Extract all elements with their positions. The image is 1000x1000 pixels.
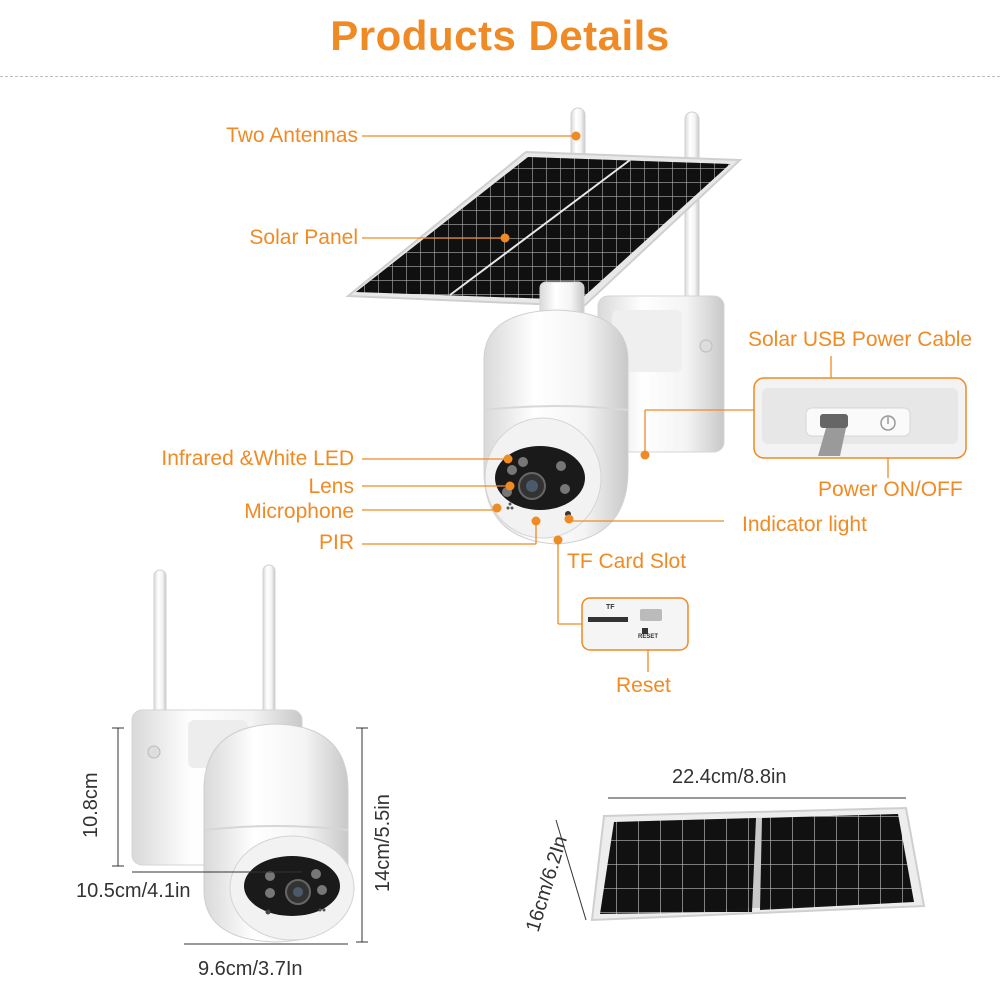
inset-power-panel — [753, 377, 967, 459]
side-camera — [131, 564, 355, 943]
dimension-lines — [112, 727, 906, 945]
dim-camera-total-height: 14cm/5.5in — [372, 794, 394, 892]
dim-camera-height: 10.8cm — [80, 772, 102, 838]
dim-panel-width: 22.4cm/8.8in — [672, 766, 787, 788]
label-infrared-white-led: Infrared &White LED — [161, 447, 354, 470]
label-microphone: Microphone — [244, 500, 354, 523]
inset-tf-text: TF — [606, 604, 615, 611]
flat-solar-panel — [590, 806, 926, 922]
label-reset: Reset — [616, 674, 671, 697]
label-tf-card-slot: TF Card Slot — [567, 550, 687, 573]
inset-reset-text: RESET — [638, 634, 659, 640]
label-indicator-light: Indicator light — [742, 513, 867, 536]
label-power-on-off: Power ON/OFF — [818, 478, 963, 501]
dim-camera-width: 10.5cm/4.1in — [76, 880, 191, 902]
page-title: Products Details — [330, 12, 670, 59]
label-two-antennas: Two Antennas — [226, 124, 358, 147]
label-solar-usb-power-cable: Solar USB Power Cable — [748, 328, 973, 351]
title-separator — [0, 76, 1000, 77]
label-solar-panel: Solar Panel — [249, 226, 358, 249]
label-pir: PIR — [318, 531, 354, 554]
dim-camera-dome-width: 9.6cm/3.7In — [198, 958, 303, 980]
label-lens: Lens — [308, 475, 354, 498]
callout-dots — [492, 131, 650, 545]
inset-tf-card — [581, 597, 689, 651]
callout-lines — [362, 135, 889, 672]
main-solar-panel — [345, 150, 743, 308]
main-camera-body — [483, 309, 629, 545]
